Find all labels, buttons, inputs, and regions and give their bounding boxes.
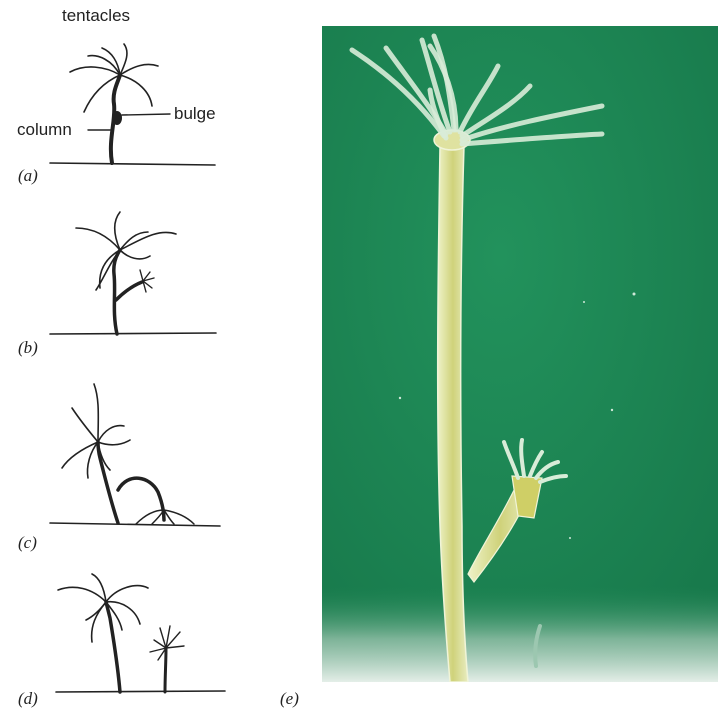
hydra-column-b <box>114 250 120 334</box>
tentacle-b <box>96 250 120 290</box>
tentacle-d <box>92 574 106 602</box>
hydra-photo-illustration <box>322 26 718 682</box>
panel-label-d: (d) <box>18 689 38 709</box>
tentacle-c <box>72 408 98 442</box>
bud-arch-c <box>118 478 164 520</box>
tentacle-d <box>92 602 106 642</box>
tentacle-b <box>120 250 150 259</box>
tentacle-a <box>70 67 120 75</box>
tentacle-a <box>120 44 127 75</box>
panel-c-drawing <box>50 384 220 526</box>
sketch-panels <box>0 0 320 713</box>
tentacle-a <box>120 75 152 106</box>
bud-stalk-b <box>116 282 142 300</box>
ground-line-b <box>50 333 216 334</box>
panel-d-drawing <box>56 574 225 692</box>
panel-label-a: (a) <box>18 166 38 186</box>
tentacles-label: tentacles <box>62 6 130 26</box>
bulge-label: bulge <box>174 104 216 124</box>
ground-line-d <box>56 691 225 692</box>
tentacle-b <box>76 228 120 250</box>
bulge-a <box>112 111 122 125</box>
tentacle-d <box>106 586 148 602</box>
tentacle-c <box>98 426 124 442</box>
hydra-column-d <box>106 602 120 692</box>
panel-label-c: (c) <box>18 533 37 553</box>
photo-floor <box>322 586 718 682</box>
tentacle-c <box>87 442 98 478</box>
hydra-photograph <box>322 26 718 682</box>
bulge-pointer <box>122 114 170 115</box>
panel-b-drawing <box>50 212 216 334</box>
panel-label-e: (e) <box>280 689 299 709</box>
tentacle-c <box>62 442 98 468</box>
tentacle-a <box>120 64 158 75</box>
panel-label-b: (b) <box>18 338 38 358</box>
tentacle-c <box>94 384 98 442</box>
ground-line-a <box>50 163 215 165</box>
tentacle-d <box>58 587 106 602</box>
detached-polyp-column-d <box>165 648 166 692</box>
tentacle-c <box>98 440 130 445</box>
column-label: column <box>17 120 72 140</box>
